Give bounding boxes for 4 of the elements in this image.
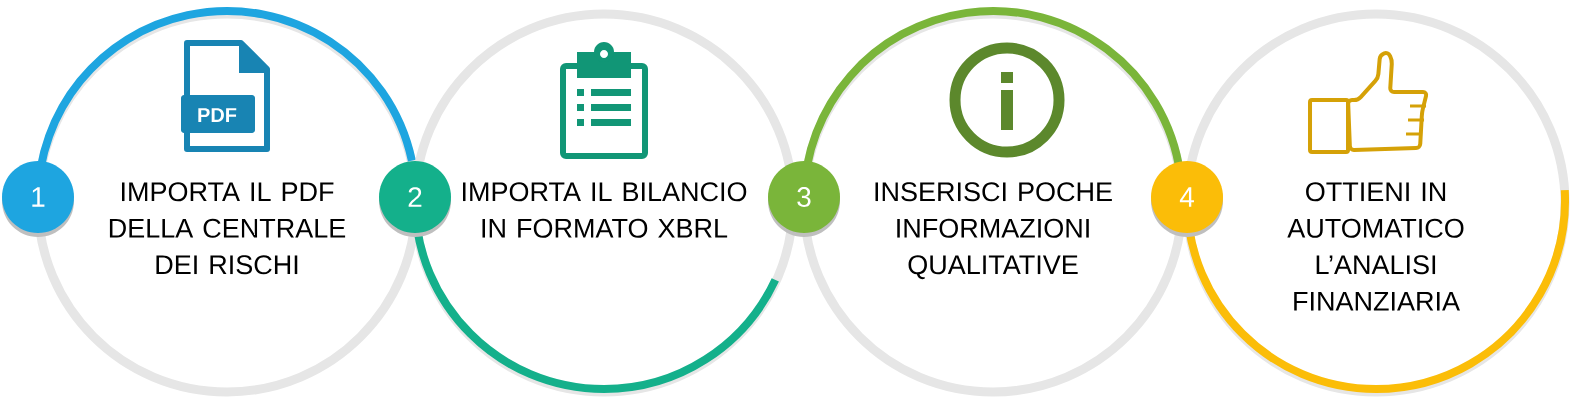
number-badge: 2 (379, 161, 451, 237)
number-badge: 3 (768, 161, 840, 237)
number-badge: 1 (2, 161, 74, 237)
number-badge: 4 (1151, 161, 1223, 237)
